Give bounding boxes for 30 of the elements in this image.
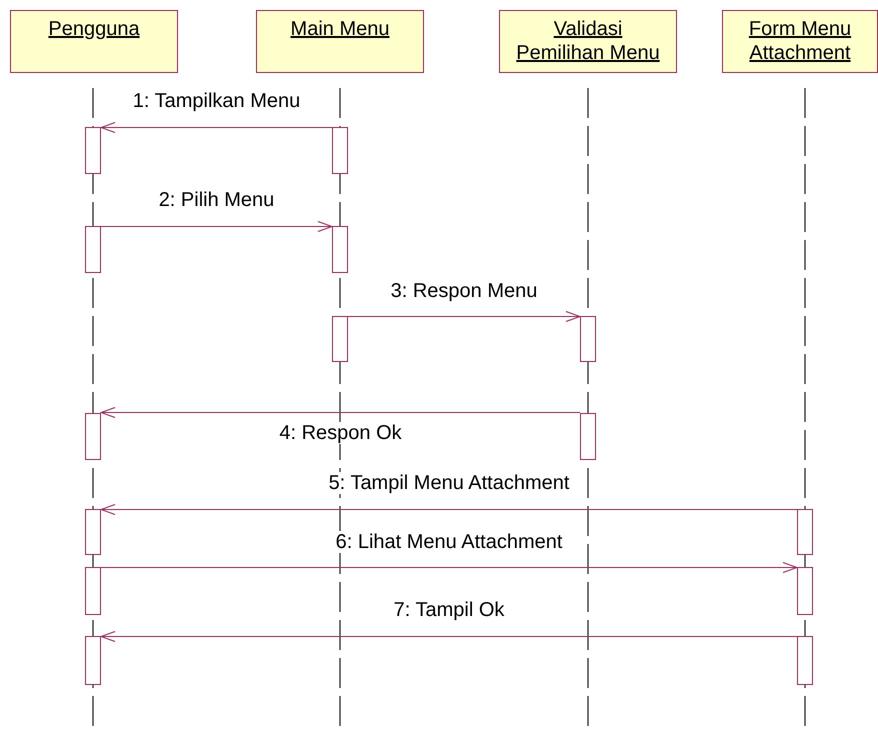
message-label: 6: Lihat Menu Attachment	[334, 531, 564, 553]
message-label: 3: Respon Menu	[388, 280, 540, 302]
message-arrow	[348, 311, 580, 322]
message-label: 7: Tampil Ok	[392, 599, 506, 621]
activation-bar	[797, 636, 813, 685]
activation-bar	[580, 413, 596, 460]
activation-bar	[797, 509, 813, 555]
message-arrow	[100, 122, 332, 133]
activation-bar	[580, 316, 596, 362]
activation-bar	[85, 413, 101, 460]
activation-bar	[85, 127, 101, 174]
message-arrow	[100, 221, 332, 232]
message-arrow	[100, 631, 798, 642]
message-arrow	[100, 407, 580, 418]
activation-bar	[332, 226, 348, 273]
message-arrow	[100, 562, 798, 573]
activation-bar	[85, 226, 101, 273]
activation-bar	[85, 509, 101, 555]
activation-bar	[85, 636, 101, 685]
message-label: 4: Respon Ok	[277, 422, 404, 444]
activation-bar	[332, 316, 348, 362]
object-box: Form Menu Attachment	[722, 10, 878, 73]
object-box: Main Menu	[256, 10, 424, 73]
activation-bar	[85, 567, 101, 615]
object-box: Pengguna	[10, 10, 178, 73]
message-label: 5: Tampil Menu Attachment	[326, 472, 572, 494]
activation-bar	[797, 567, 813, 615]
object-box: Validasi Pemilihan Menu	[499, 10, 677, 73]
message-arrow	[100, 504, 798, 515]
activation-bar	[332, 127, 348, 174]
